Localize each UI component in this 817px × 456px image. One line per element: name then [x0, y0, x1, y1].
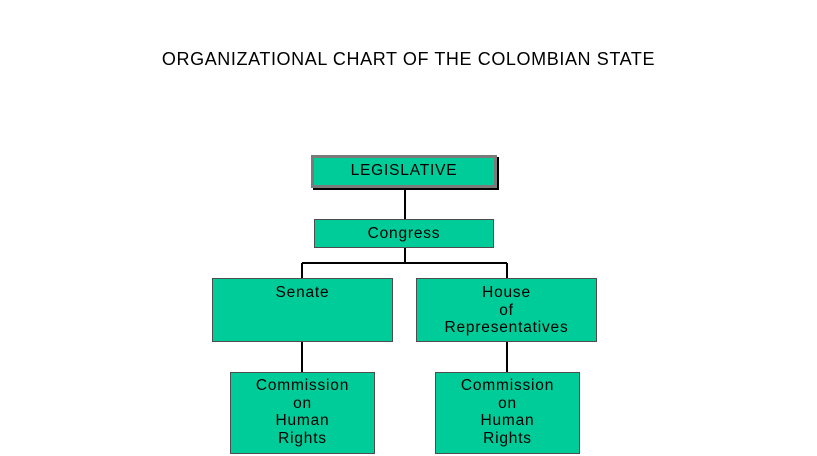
node-house-commission-human-rights: Commission on Human Rights: [435, 372, 580, 454]
node-senate-commission-human-rights: Commission on Human Rights: [230, 372, 375, 454]
node-house-of-representatives: House of Representatives: [416, 278, 597, 342]
page-title: ORGANIZATIONAL CHART OF THE COLOMBIAN ST…: [161, 49, 656, 69]
node-senate: Senate: [212, 278, 393, 342]
node-congress: Congress: [314, 219, 494, 248]
node-legislative: LEGISLATIVE: [311, 155, 497, 188]
